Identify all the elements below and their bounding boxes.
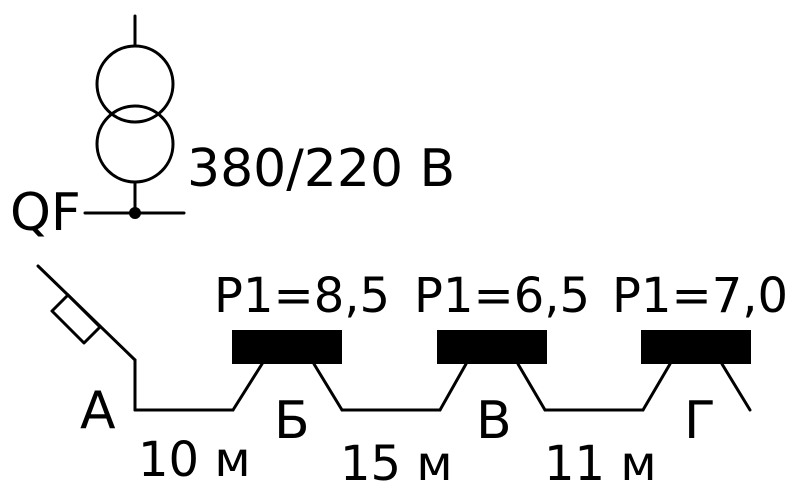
transformer-secondary-coil <box>95 104 175 184</box>
point-label-b: Б <box>274 391 310 451</box>
point-label-a: А <box>80 381 116 441</box>
breaker-symbol <box>50 293 102 345</box>
load-1-right-leg <box>312 362 344 412</box>
point-label-g: Г <box>684 391 716 451</box>
transformer-voltage-label: 380/220 В <box>187 139 455 199</box>
load-2-right-leg <box>516 362 547 412</box>
breaker-label: QF <box>10 183 81 243</box>
load-3-label: P1=7,0 <box>612 268 788 324</box>
transformer-primary-coil <box>95 44 175 124</box>
point-label-v: В <box>476 391 512 451</box>
load-2-left-leg <box>438 362 468 412</box>
load-3-left-leg <box>641 362 672 412</box>
transformer-symbol <box>95 14 175 215</box>
load-block-1 <box>232 330 342 364</box>
segment-length-1: 10 м <box>138 432 251 488</box>
load-1-left-leg <box>231 362 264 412</box>
busbar-node-dot <box>129 207 141 219</box>
segment-length-3: 11 м <box>544 436 657 492</box>
load-2-label: P1=6,5 <box>414 268 590 324</box>
load-block-3 <box>641 330 751 364</box>
load-block-2 <box>437 330 547 364</box>
load-3-right-leg <box>720 362 752 412</box>
load-1-label: P1=8,5 <box>214 268 390 324</box>
segment-length-2: 15 м <box>340 436 453 492</box>
